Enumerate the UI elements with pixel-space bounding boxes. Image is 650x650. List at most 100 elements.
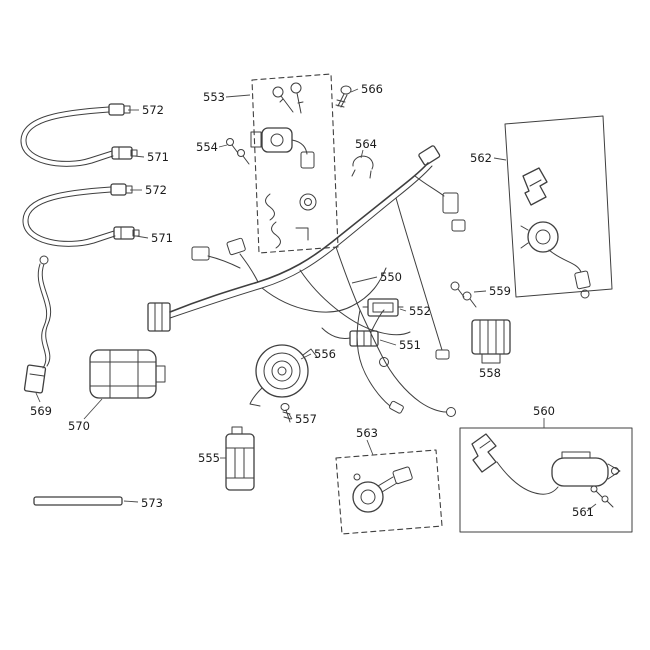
key-blade-2 — [296, 92, 304, 114]
screw-head-554a — [226, 138, 234, 146]
coil-body-560 — [551, 457, 609, 487]
leader-571a — [133, 155, 145, 158]
pickup-core — [360, 489, 376, 505]
coil-core-562 — [535, 229, 551, 245]
part-label-551: 551 — [399, 338, 421, 352]
pickup-connector — [392, 466, 413, 485]
regulator-connector — [481, 353, 501, 364]
plug-cap-detail-562 — [529, 179, 542, 187]
part-label-563: 563 — [356, 426, 378, 440]
cdi-bracket-570 — [89, 349, 166, 399]
switch-hook-1 — [265, 193, 275, 221]
cable-outline-1a — [20, 106, 114, 167]
horn-tab — [302, 348, 318, 358]
leader-557 — [288, 413, 293, 420]
bolt-head-566 — [340, 85, 352, 95]
spark-plug-cap-560 — [471, 433, 497, 473]
leader-556 — [300, 353, 312, 360]
harness-connector-b2 — [191, 246, 210, 261]
bracket-body-570 — [89, 349, 157, 399]
switch-button-572b — [125, 185, 133, 194]
part-label-556: 556 — [314, 347, 336, 361]
leader-566 — [350, 88, 359, 93]
harness-connector-r2 — [451, 219, 466, 232]
harness-connector-top-right — [418, 145, 441, 166]
screw-head-561a — [590, 485, 598, 493]
box-562 — [504, 115, 613, 298]
switch-hook-2 — [271, 221, 281, 249]
leader-553 — [225, 94, 251, 98]
horn-ring-1 — [263, 352, 301, 390]
leader-551 — [379, 339, 397, 346]
switch-ring-inner — [304, 198, 312, 206]
horn-center — [277, 366, 287, 376]
screw-shaft-561b — [606, 500, 614, 508]
key-head-1 — [272, 86, 284, 98]
connector-detail-569 — [29, 373, 45, 377]
part-label-561: 561 — [572, 505, 594, 519]
spark-plug-cap-562 — [522, 167, 548, 206]
part-label-571a: 571 — [147, 150, 169, 164]
coil-body-562 — [527, 221, 559, 253]
trim-strip-573 — [33, 496, 123, 506]
screw-pair-561 — [590, 485, 614, 508]
ignition-switch-kit-553 — [250, 73, 339, 254]
harness-branch-2 — [207, 255, 241, 269]
coil-connector-562 — [574, 270, 591, 290]
leader-552 — [399, 308, 407, 312]
part-label-569: 569 — [30, 404, 52, 418]
screw-head-561b — [601, 495, 609, 503]
leader-573 — [123, 500, 139, 503]
battery-terminal — [231, 426, 243, 435]
part-label-562: 562 — [470, 151, 492, 165]
pickup-flange — [352, 481, 384, 513]
coil-wire-560 — [496, 461, 559, 495]
part-label-564: 564 — [355, 137, 377, 151]
battery-body — [225, 433, 255, 491]
coil-ears-562 — [520, 225, 529, 249]
leader-550 — [351, 276, 378, 284]
part-label-573: 573 — [141, 496, 163, 510]
bolt-shaft-557 — [282, 409, 292, 423]
harness-tail-2 — [356, 309, 391, 407]
ignition-coil-group-560 — [459, 427, 633, 533]
screw-head-559b — [462, 291, 472, 301]
leader-561 — [586, 503, 597, 512]
screw-shaft-561a — [595, 490, 603, 498]
pickup-screw — [353, 473, 361, 481]
leader-571b — [135, 235, 149, 239]
cable-strand-569a — [41, 263, 52, 367]
screw-pair-554 — [226, 138, 250, 165]
leader-569 — [35, 392, 41, 403]
cable-outline-2b — [27, 191, 115, 242]
part-label-557: 557 — [295, 412, 317, 426]
cable-connector-571b — [113, 226, 135, 240]
cable-outline-1b — [25, 111, 113, 162]
leader-564 — [360, 149, 364, 159]
box-560 — [459, 427, 633, 533]
leader-554 — [218, 144, 228, 148]
connector-551 — [321, 327, 379, 347]
horn-bolt-557 — [280, 403, 292, 423]
part-label-550: 550 — [380, 270, 402, 284]
leader-563 — [366, 439, 374, 456]
cable-outline-2a — [22, 186, 116, 247]
cable-eyelet-569 — [39, 255, 49, 265]
part-label-552: 552 — [409, 304, 431, 318]
harness-branch-3 — [414, 175, 445, 197]
ignition-switch-body — [261, 127, 293, 153]
harness-fuse-lead — [371, 309, 385, 331]
harness-branch-1 — [239, 253, 259, 283]
callouts: 572 571 572 571 553 554 566 564 562 550 … — [30, 82, 597, 519]
key-head-2 — [290, 82, 302, 94]
horn-556 — [249, 344, 318, 407]
bolt-head-557 — [280, 403, 290, 411]
part-label-571b: 571 — [151, 231, 173, 245]
regulator-rectifier-558 — [471, 319, 511, 364]
dashed-box-553 — [251, 73, 339, 254]
pickup-stem — [377, 476, 398, 493]
ignition-coil-group-562 — [504, 115, 613, 299]
horn-ring-2 — [271, 360, 293, 382]
